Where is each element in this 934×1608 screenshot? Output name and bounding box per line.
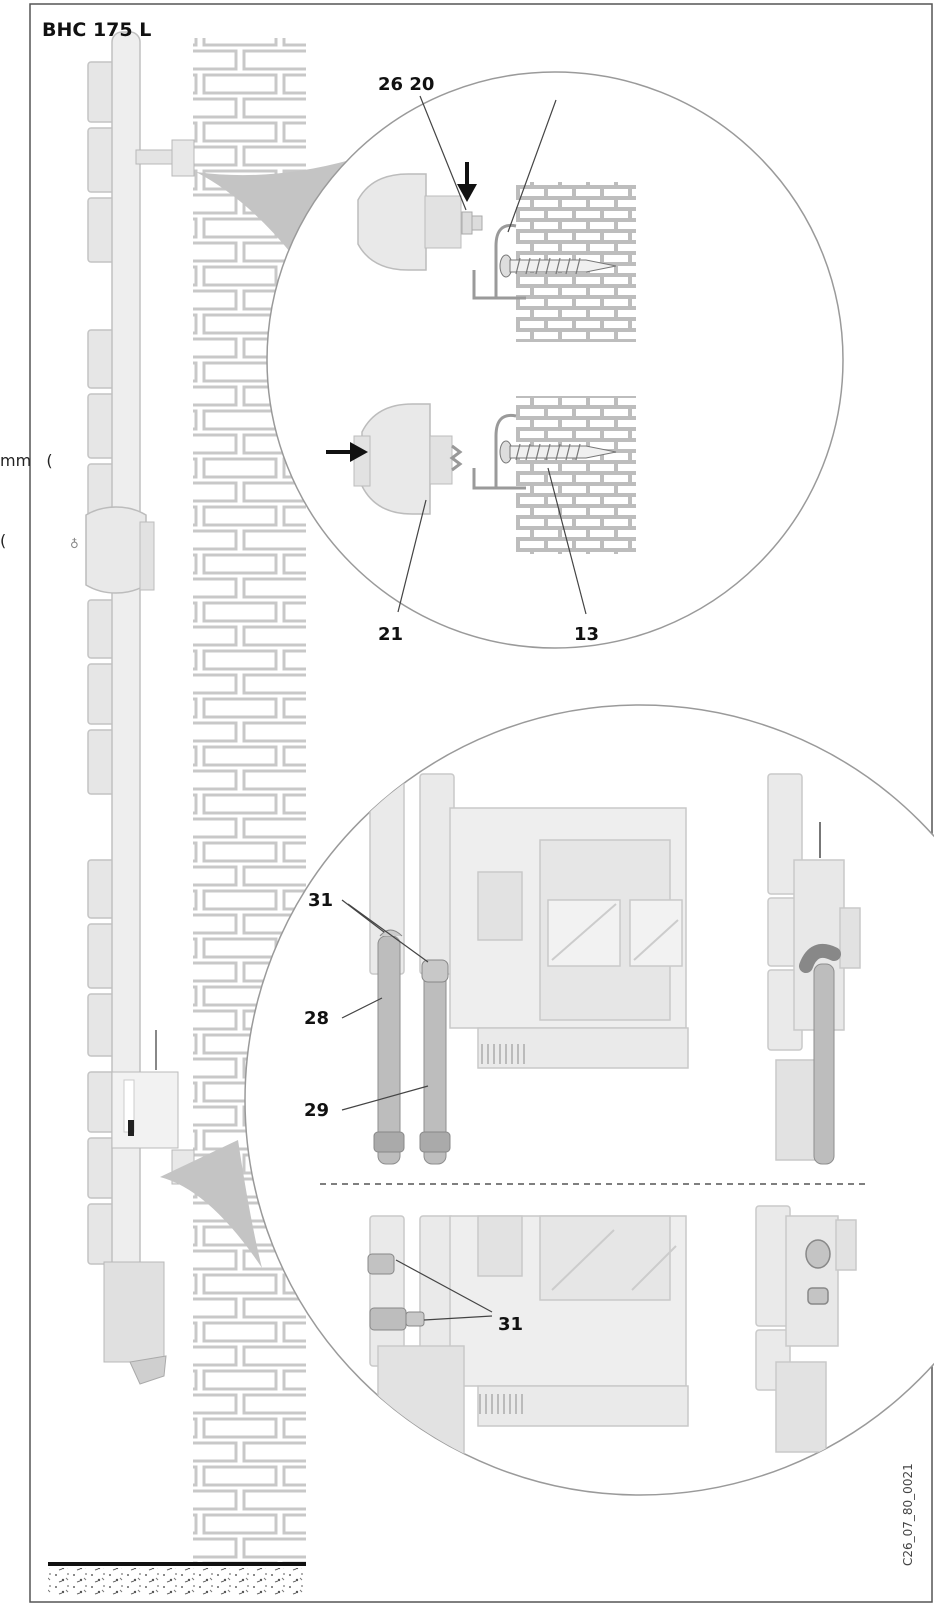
detail-screw-lower bbox=[499, 440, 617, 464]
arrow-down-icon bbox=[457, 162, 477, 202]
detail-knob-lower bbox=[353, 403, 463, 515]
detail-knob-upper bbox=[357, 173, 483, 271]
label-31-top: 31 bbox=[308, 890, 333, 911]
diagram-title: BHC 175 L bbox=[42, 19, 151, 41]
detail-radiator-front-upper bbox=[369, 773, 689, 1069]
pipe-side-upper bbox=[799, 944, 841, 1165]
detail-radiator-front-lower bbox=[369, 1215, 689, 1457]
detail-top-wall-2 bbox=[516, 396, 636, 554]
thermostat-knob bbox=[85, 506, 147, 594]
detail-radiator-side-lower bbox=[755, 1205, 857, 1453]
label-13: 13 bbox=[574, 624, 599, 645]
callout-wedge-bottom bbox=[160, 1140, 262, 1268]
detail-screw-upper bbox=[499, 254, 617, 278]
label-26-20: 26 20 bbox=[378, 74, 434, 95]
detail-bracket-lower bbox=[472, 413, 526, 490]
drawing-code: C26_07_80_0021 bbox=[901, 1463, 915, 1566]
pipe-28 bbox=[373, 929, 405, 1165]
label-28: 28 bbox=[304, 1008, 329, 1029]
control-box bbox=[103, 1030, 195, 1385]
floor-ground bbox=[48, 1562, 306, 1596]
upper-bracket bbox=[135, 139, 195, 177]
pipe-29 bbox=[419, 959, 451, 1165]
detail-fins-comb-upper bbox=[481, 1044, 525, 1064]
margin-text-1: mm ( bbox=[0, 451, 53, 470]
arrow-right-icon bbox=[326, 442, 368, 462]
detail-circle-top bbox=[266, 71, 844, 649]
leader-lines-top bbox=[397, 95, 587, 615]
label-21: 21 bbox=[378, 624, 403, 645]
label-31-bottom: 31 bbox=[498, 1314, 523, 1335]
detail-fins-comb-lower bbox=[479, 1394, 523, 1414]
leader-lines-bottom bbox=[341, 899, 493, 1321]
callout-wedge-top bbox=[196, 160, 350, 262]
label-29: 29 bbox=[304, 1100, 329, 1121]
caps-31-lower bbox=[367, 1253, 425, 1331]
svg-text:♁: ♁ bbox=[70, 537, 79, 551]
margin-text-2: ( bbox=[0, 531, 6, 550]
